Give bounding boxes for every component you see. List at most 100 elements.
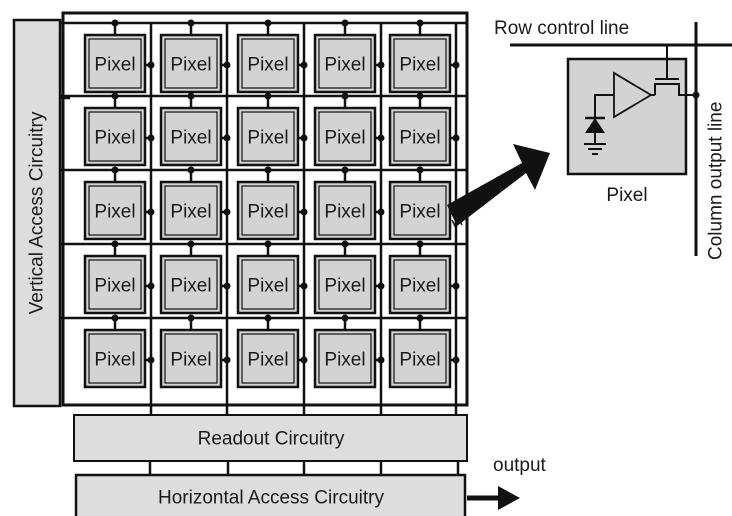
pixel-cell	[313, 254, 377, 315]
column-connection-dot	[692, 91, 700, 99]
pixel-cell	[313, 328, 377, 389]
horizontal-access-block	[74, 473, 467, 516]
column-connection-dot	[452, 356, 460, 364]
pixel-cell	[159, 328, 223, 389]
ground-icon	[584, 143, 606, 155]
pixel-cell-inner	[393, 333, 447, 384]
pixel-cell-inner	[318, 333, 372, 384]
pixel-label: Pixel	[324, 276, 365, 297]
pixel-cell	[159, 33, 223, 94]
pixel-cell	[236, 106, 300, 167]
column-connection-dot	[300, 134, 308, 142]
pixel-cell-inner	[241, 38, 295, 89]
pixel-label: Pixel	[399, 276, 440, 297]
pixel-cell	[388, 106, 452, 167]
column-connection-dot	[300, 356, 308, 364]
pixel-cell	[388, 254, 452, 315]
pixel-cell-inner	[88, 333, 142, 384]
column-connection-dot	[223, 134, 231, 142]
pixel-cell	[83, 33, 147, 94]
pixel-cell-inner	[241, 333, 295, 384]
pixel-cell-inner	[393, 259, 447, 310]
row-connection-dot	[187, 240, 195, 248]
column-connection-dot	[452, 61, 460, 69]
pixel-cell	[313, 180, 377, 241]
pixel-label: Pixel	[399, 55, 440, 76]
column-connection-dot	[223, 356, 231, 364]
pixel-cell	[388, 328, 452, 389]
pixel-cell	[236, 33, 300, 94]
vertical-access-block	[12, 18, 62, 408]
column-connection-dot	[452, 134, 460, 142]
column-connection-dot	[300, 208, 308, 216]
pixel-cell-inner	[318, 38, 372, 89]
pixel-label: Pixel	[94, 55, 135, 76]
pixel-label: Pixel	[247, 350, 288, 371]
pixel-cell-inner	[241, 185, 295, 236]
row-connection-dot	[111, 240, 119, 248]
pixel-cell-inner	[164, 259, 218, 310]
column-connection-dot	[377, 282, 385, 290]
pixel-cell-inner	[318, 111, 372, 162]
pixel-label: Pixel	[170, 350, 211, 371]
row-connection-dot	[187, 166, 195, 174]
row-connection-dot	[187, 314, 195, 322]
pixel-cell	[159, 180, 223, 241]
column-connection-dot	[377, 61, 385, 69]
readout-label: Readout Circuitry	[198, 429, 345, 450]
column-connection-dot	[300, 61, 308, 69]
pixel-label: Pixel	[247, 276, 288, 297]
pixel-cell-inner	[88, 259, 142, 310]
column-connection-dot	[147, 134, 155, 142]
pixel-label: Pixel	[170, 55, 211, 76]
column-output-line-label: Column output line	[706, 102, 727, 260]
column-connection-dot	[223, 208, 231, 216]
row-connection-dot	[341, 314, 349, 322]
pixel-cell-inner	[241, 259, 295, 310]
row-connection-dot	[416, 240, 424, 248]
pixel-cell	[83, 254, 147, 315]
readout-block	[73, 414, 468, 462]
pixel-cell-inner	[164, 185, 218, 236]
column-connection-dot	[147, 282, 155, 290]
column-connection-dot	[223, 61, 231, 69]
pixel-label: Pixel	[94, 350, 135, 371]
pixel-label: Pixel	[247, 128, 288, 149]
pixel-label: Pixel	[94, 202, 135, 223]
pixel-label: Pixel	[170, 202, 211, 223]
output-arrow	[467, 486, 520, 510]
pixel-cell-inner	[164, 333, 218, 384]
row-connection-dot	[264, 314, 272, 322]
column-connection-dot	[147, 356, 155, 364]
row-connection-dot	[264, 240, 272, 248]
pixel-cell	[388, 33, 452, 94]
column-connection-dot	[452, 282, 460, 290]
pixel-cell-inner	[164, 38, 218, 89]
row-connection-dot	[416, 166, 424, 174]
vertical-access-label: Vertical Access Circuitry	[27, 111, 48, 314]
pixel-label: Pixel	[324, 55, 365, 76]
column-connection-dot	[147, 208, 155, 216]
output-label: output	[493, 455, 547, 476]
pixel-label: Pixel	[94, 276, 135, 297]
pixel-cell-inner	[164, 111, 218, 162]
row-connection-dot	[111, 166, 119, 174]
pixel-cell	[236, 254, 300, 315]
row-connection-dot	[341, 92, 349, 100]
pixel-cell	[236, 328, 300, 389]
row-connection-dot	[416, 92, 424, 100]
pixel-cell-inner	[88, 38, 142, 89]
row-connection-dot	[264, 166, 272, 174]
pixel-caption: Pixel	[606, 185, 647, 206]
pixel-cell	[83, 328, 147, 389]
row-connection-dot	[111, 314, 119, 322]
pixel-cell-inner	[88, 185, 142, 236]
column-connection-dot	[223, 282, 231, 290]
row-connection-dot	[341, 240, 349, 248]
row-connection-dot	[341, 166, 349, 174]
photodiode-icon	[585, 94, 614, 143]
pixel-cell-inner	[318, 259, 372, 310]
transistor-icon	[651, 45, 696, 96]
zoom-arrow	[447, 144, 550, 229]
